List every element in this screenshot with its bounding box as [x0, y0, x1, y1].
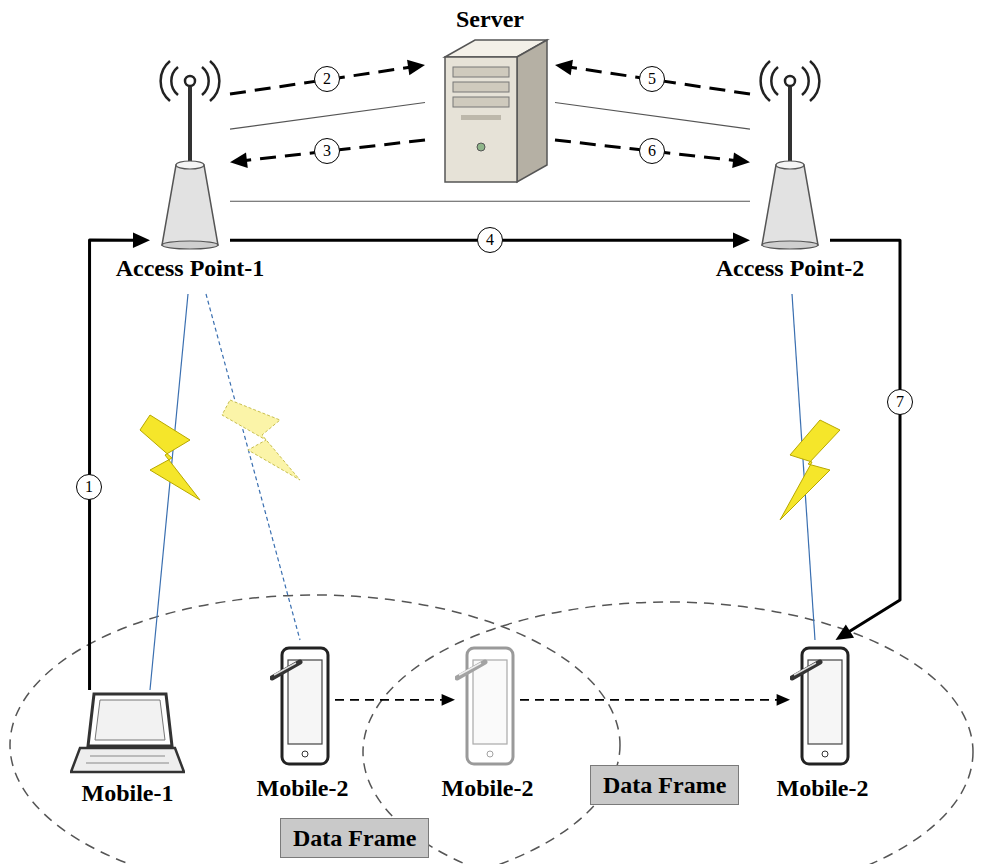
connector-line: [555, 103, 750, 130]
arrowhead: [442, 694, 455, 706]
arrowhead: [230, 153, 248, 168]
mobile-node: Mobile-1: [70, 690, 185, 775]
callout-number: 2: [314, 66, 340, 92]
wired-link: [230, 103, 425, 130]
message-arrow: [555, 60, 750, 94]
laptop-icon: [70, 690, 185, 775]
coverage-area: [363, 602, 973, 864]
node-label: Mobile-2: [257, 774, 349, 802]
callout-number: 5: [639, 66, 665, 92]
wired-link: [230, 201, 750, 202]
wired-link: [555, 103, 750, 130]
connector-line: [567, 67, 750, 94]
wireless-link: [150, 294, 188, 690]
message-arrow: [90, 232, 150, 690]
server-icon: [425, 35, 555, 185]
connector-line: [830, 240, 900, 633]
arrowhead: [732, 153, 750, 168]
message-arrow: [230, 60, 425, 94]
access-point-node: Access Point-1: [150, 55, 230, 250]
access-point-icon: [750, 55, 830, 250]
connector-line: [230, 67, 413, 94]
node-label: Mobile-1: [82, 779, 174, 807]
connector-line: [520, 699, 780, 701]
tablet-icon: [270, 640, 335, 770]
node-label: Access Point-2: [716, 254, 865, 282]
lightning-bolt: [222, 400, 300, 480]
node-label: Mobile-2: [777, 774, 869, 802]
mobile-node: Mobile-2: [270, 640, 335, 770]
server-node: Server: [425, 35, 555, 185]
data-frame-box: Data Frame: [280, 818, 429, 858]
access-point-icon: [150, 55, 230, 250]
node-label: Mobile-2: [442, 774, 534, 802]
arrowhead: [133, 232, 150, 248]
callout-number: 7: [887, 389, 913, 415]
message-arrow: [830, 240, 900, 640]
node-label: Access Point-1: [116, 254, 265, 282]
arrowhead: [407, 60, 425, 75]
frame-label: Data Frame: [293, 824, 416, 852]
connector-line: [230, 201, 750, 202]
mobile-node: Mobile-2: [455, 640, 520, 770]
tablet-icon: [455, 640, 520, 770]
data-frame-box: Data Frame: [590, 765, 739, 805]
frame-label: Data Frame: [603, 771, 726, 799]
callout-number: 4: [477, 227, 503, 253]
tablet-icon: [790, 640, 855, 770]
access-point-node: Access Point-2: [750, 55, 830, 250]
callout-number: 1: [76, 474, 102, 500]
mobile-node: Mobile-2: [790, 640, 855, 770]
connector-line: [90, 240, 138, 690]
callout-number: 3: [314, 138, 340, 164]
connector-line: [230, 103, 425, 130]
lightning-bolt: [140, 415, 200, 500]
coverage-area: [10, 595, 620, 864]
connector-line: [335, 699, 445, 701]
movement-arrow: [520, 694, 790, 706]
callout-number: 6: [639, 138, 665, 164]
arrowhead: [733, 232, 750, 248]
wireless-link: [206, 294, 300, 640]
arrowhead: [555, 60, 573, 75]
movement-arrow: [335, 694, 455, 706]
lightning-bolt: [780, 420, 840, 520]
node-label: Server: [456, 5, 524, 33]
arrowhead: [777, 694, 790, 706]
arrowhead: [836, 624, 855, 640]
